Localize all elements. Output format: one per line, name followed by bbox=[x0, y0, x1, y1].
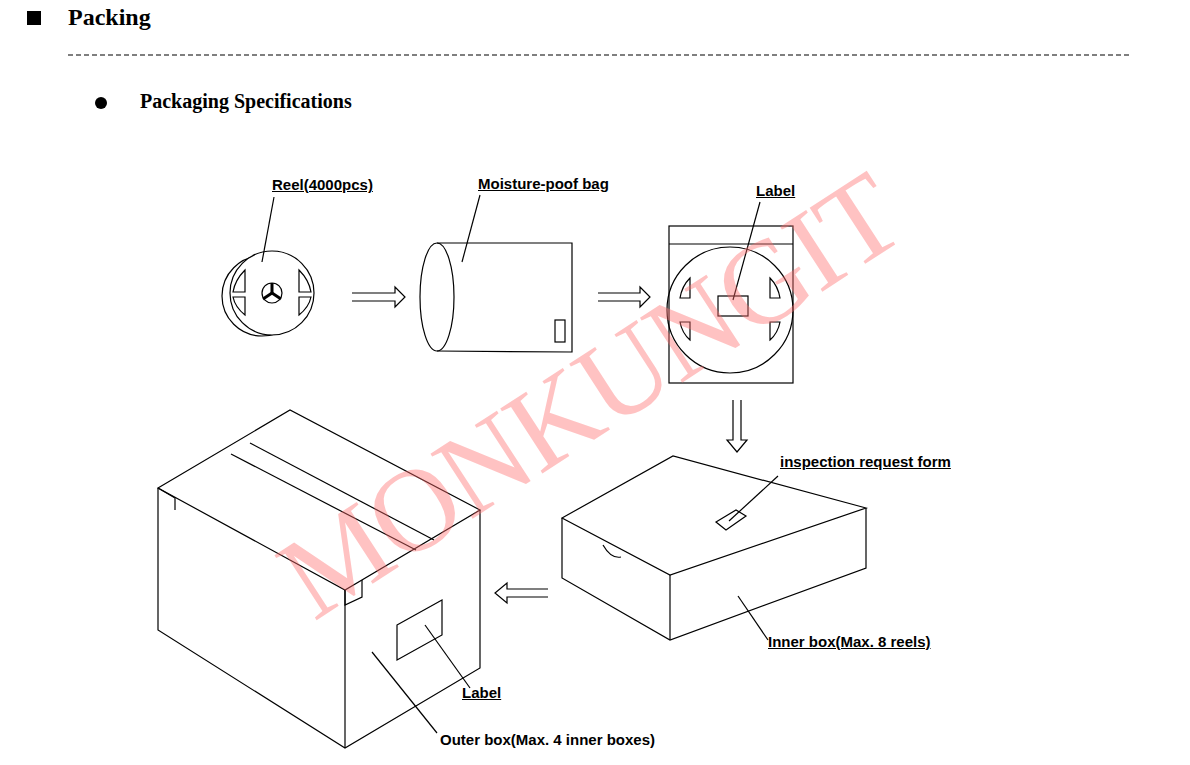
dashed-rule bbox=[68, 54, 1132, 55]
flow-arrow bbox=[727, 400, 747, 452]
section-heading: Packaging Specifications bbox=[140, 90, 352, 113]
square-bullet bbox=[27, 11, 41, 25]
watermark: MONKUNGIT bbox=[255, 146, 924, 647]
callout-label: Reel(4000pcs) bbox=[272, 176, 373, 193]
callout-label: Inner box(Max. 8 reels) bbox=[768, 633, 931, 650]
moisture-proof-bag bbox=[420, 195, 572, 352]
flow-arrow bbox=[495, 583, 548, 603]
callout-label: Label bbox=[462, 684, 501, 701]
callout-label: Outer box(Max. 4 inner boxes) bbox=[440, 731, 655, 748]
round-bullet bbox=[95, 97, 107, 109]
flow-arrow bbox=[352, 287, 405, 307]
page-heading: Packing bbox=[68, 4, 151, 31]
callout-label: Moisture-poof bag bbox=[478, 175, 609, 192]
callout-label: inspection request form bbox=[780, 453, 951, 470]
reel bbox=[222, 197, 314, 336]
inner-box bbox=[562, 456, 866, 640]
